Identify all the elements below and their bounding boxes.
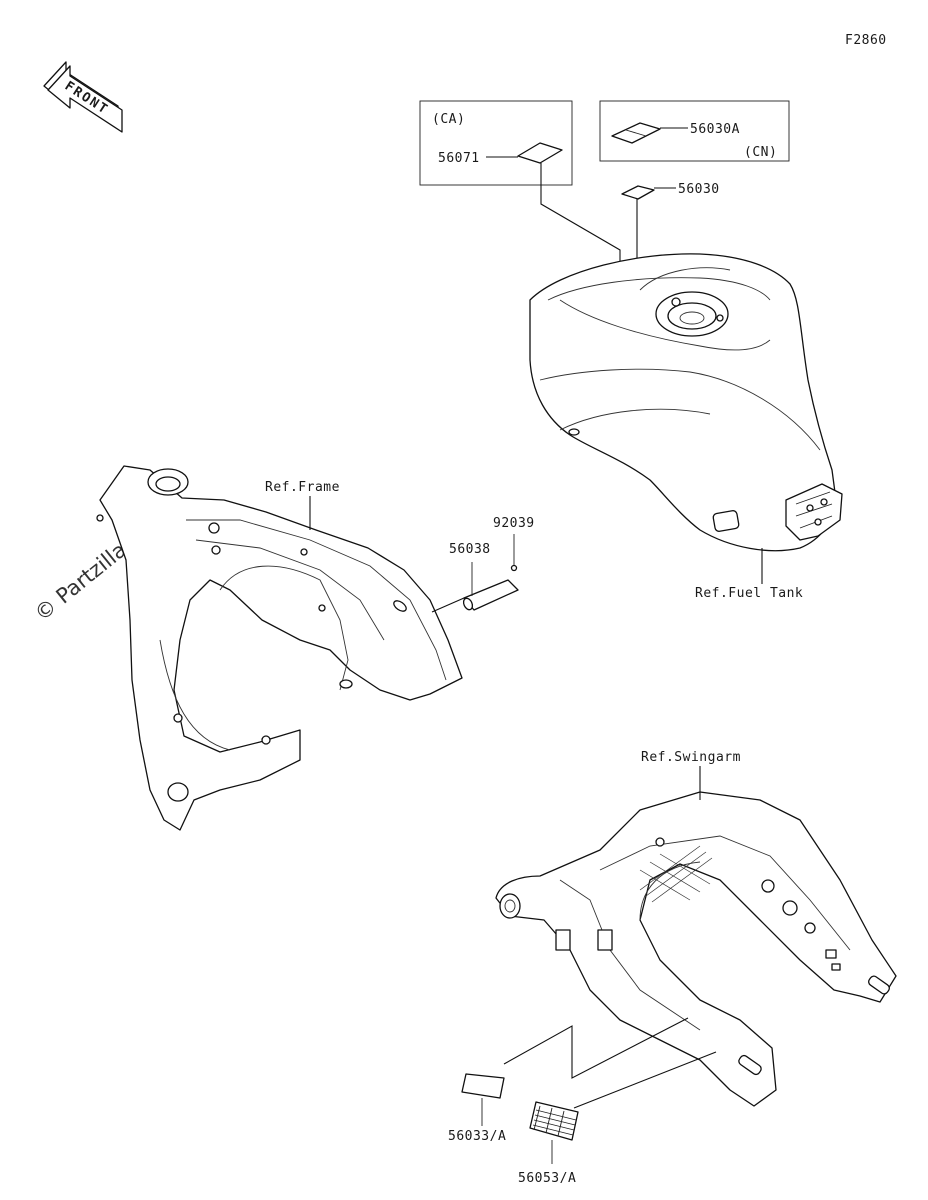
ca-variant-box: (CA) 56071 xyxy=(419,100,573,186)
label-56053A: 56053/A xyxy=(518,1171,576,1186)
label-ref-swingarm: Ref.Swingarm xyxy=(641,750,741,765)
label-56030-sticker xyxy=(621,185,655,200)
label-56030A: 56030A xyxy=(690,122,740,137)
label-ref-fuel-tank: Ref.Fuel Tank xyxy=(695,586,803,601)
label-56033A-sticker xyxy=(461,1073,505,1099)
label-56038: 56038 xyxy=(449,542,491,557)
swingarm-chain-guard-hatch xyxy=(639,845,713,903)
part-56038-pin xyxy=(462,579,519,611)
label-56053A-sticker xyxy=(529,1101,579,1141)
label-56033A: 56033/A xyxy=(448,1129,506,1144)
figure-code: F2860 xyxy=(845,33,887,48)
label-56030: 56030 xyxy=(678,182,720,197)
label-56071: 56071 xyxy=(438,151,480,166)
label-ref-frame: Ref.Frame xyxy=(265,480,340,495)
label-56071-sticker xyxy=(517,142,563,164)
ca-region-label: (CA) xyxy=(432,112,465,127)
swingarm xyxy=(495,791,897,1107)
front-arrow-icon: FRONT xyxy=(43,61,123,133)
fuel-tank xyxy=(529,253,843,552)
frame xyxy=(96,465,463,831)
cn-region-label: (CN) xyxy=(744,145,777,160)
label-92039: 92039 xyxy=(493,516,535,531)
cn-variant-box: 56030A (CN) xyxy=(599,100,790,162)
part-92039-clip xyxy=(510,564,518,572)
